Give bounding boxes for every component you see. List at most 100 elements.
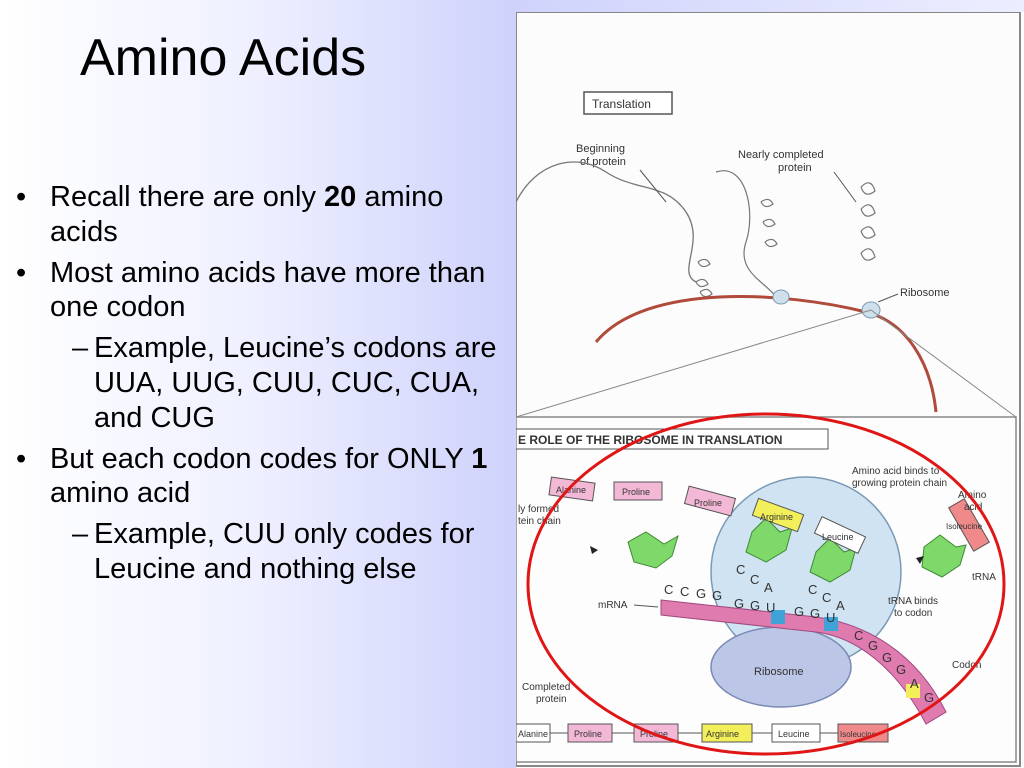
mrna-base: G xyxy=(924,690,934,705)
trna-binds-label-2: to codon xyxy=(894,608,932,619)
mrna-strand xyxy=(594,295,938,413)
bullet-item-1: • Recall there are only 20 amino acids xyxy=(14,180,504,250)
trna-shape xyxy=(627,531,679,569)
mrna-base: G xyxy=(794,604,804,619)
anticodon-base: A xyxy=(836,598,845,613)
bullet-bold-number: 1 xyxy=(471,442,488,475)
amino-acid-box xyxy=(813,516,867,554)
amino-acid-label: Isoleucine xyxy=(946,522,983,531)
mrna-base: C xyxy=(680,584,689,599)
mrna-band xyxy=(660,599,947,725)
amino-acid-box xyxy=(751,497,805,533)
mrna-base: G xyxy=(810,606,820,621)
codon-highlight xyxy=(906,684,920,698)
panel-title: E ROLE OF THE RIBOSOME IN TRANSLATION xyxy=(518,433,782,447)
trna-label: tRNA xyxy=(972,572,996,583)
mrna-base: U xyxy=(766,600,775,615)
sub-bullet-marker: – xyxy=(72,332,89,365)
beginning-label-1: Beginning xyxy=(576,143,625,155)
arrow-right-icon xyxy=(916,556,924,564)
slide-title: Amino Acids xyxy=(80,29,367,87)
bullet-bold-number: 20 xyxy=(324,181,357,213)
codon-highlight xyxy=(824,617,838,631)
sub-bullet-marker: – xyxy=(72,518,89,551)
bullet-marker: • xyxy=(16,256,27,289)
leader-line xyxy=(877,293,899,303)
anticodon-base: C xyxy=(822,590,831,605)
formed-label-2: tein chain xyxy=(518,516,561,527)
bullet-text: Most amino acids have more than one codo… xyxy=(50,256,486,324)
amino-acid-side-label-1: Amino xyxy=(958,490,987,501)
amino-acid-box xyxy=(948,498,990,552)
protein-coil xyxy=(695,258,713,298)
protein-coil xyxy=(860,182,876,261)
protein-strand xyxy=(715,170,777,298)
bullet-text: amino acid xyxy=(50,477,191,510)
ribosome-label: Ribosome xyxy=(754,666,804,678)
nearly-label-2: protein xyxy=(778,162,812,174)
bullet-item-2: • Most amino acids have more than one co… xyxy=(14,256,504,326)
mrna-label: mRNA xyxy=(598,600,628,611)
translation-figure: Translation Beginning of protein Nearly … xyxy=(516,12,1024,768)
nearly-label-1: Nearly completed xyxy=(738,149,824,161)
mrna-base: C xyxy=(854,628,863,643)
anticodon-base: C xyxy=(750,572,759,587)
bullet-marker: • xyxy=(16,442,27,475)
amino-acid-label: Isoleucine xyxy=(840,730,877,739)
codon-highlight xyxy=(771,610,785,624)
amino-acid-side-label-2: acid xyxy=(964,502,982,513)
amino-acid-label: Proline xyxy=(574,729,602,739)
amino-acid-label: Alanine xyxy=(556,485,586,495)
amino-acid-box xyxy=(837,723,889,743)
mrna-base: G xyxy=(868,638,878,653)
amino-acid-box xyxy=(548,476,596,502)
amino-binds-label-1: Amino acid binds to xyxy=(852,466,940,477)
anticodon-base: A xyxy=(764,580,773,595)
amino-acid-label: Leucine xyxy=(822,532,854,542)
amino-binds-label-2: growing protein chain xyxy=(852,478,947,489)
mrna-base: C xyxy=(664,582,673,597)
bullet-marker: • xyxy=(16,181,27,213)
mrna-base: G xyxy=(712,588,722,603)
trna-binds-label-1: tRNA binds xyxy=(888,596,938,607)
mrna-base: G xyxy=(882,650,892,665)
sub-bullet-item-2: – Example, CUU only codes for Leucine an… xyxy=(14,517,504,587)
red-highlight-circle xyxy=(526,412,1006,756)
completed-label-2: protein xyxy=(536,694,567,705)
amino-acid-label: Proline xyxy=(694,498,722,508)
amino-acid-box xyxy=(613,481,663,501)
amino-acid-label: Alanine xyxy=(518,729,548,739)
beginning-label-2: of protein xyxy=(580,156,626,168)
amino-acid-label: Leucine xyxy=(778,729,810,739)
bullet-text: Recall there are only xyxy=(50,181,325,213)
sub-bullet-text: Example, CUU only codes for Leucine and … xyxy=(94,518,475,585)
sub-bullet-item-1: – Example, Leucine’s codons are UUA, UUG… xyxy=(14,331,504,435)
mrna-base: G xyxy=(750,598,760,613)
bullet-list: • Recall there are only 20 amino acids •… xyxy=(14,180,504,593)
mrna-base: G xyxy=(696,586,706,601)
protein-coil xyxy=(760,198,778,248)
trna-shape xyxy=(921,534,967,578)
formed-label-1: ly formed xyxy=(518,504,559,515)
zoom-line xyxy=(516,309,872,418)
translation-label: Translation xyxy=(592,97,651,111)
codon-label: Codon xyxy=(952,660,981,671)
protein-strand xyxy=(516,161,697,283)
translation-diagram: Translation Beginning of protein Nearly … xyxy=(516,12,1021,767)
bullet-text: amino acids xyxy=(50,181,444,248)
mrna-base: U xyxy=(826,610,835,625)
ribosome-top-label: Ribosome xyxy=(900,287,950,299)
leader-line xyxy=(633,604,659,608)
leader-line xyxy=(833,171,857,203)
bullet-text: But each codon codes for ONLY xyxy=(50,442,472,475)
translation-box xyxy=(583,91,673,115)
amino-acid-label: Proline xyxy=(622,487,650,497)
leader-line xyxy=(639,169,667,203)
anticodon-base: C xyxy=(808,582,817,597)
arrow-left-icon xyxy=(590,546,598,554)
amino-acid-label: Arginine xyxy=(706,729,739,739)
bullet-item-3: • But each codon codes for ONLY 1 amino … xyxy=(14,442,504,512)
figure-border xyxy=(516,12,1021,767)
mrna-base: A xyxy=(910,676,919,691)
anticodon-base: C xyxy=(736,562,745,577)
